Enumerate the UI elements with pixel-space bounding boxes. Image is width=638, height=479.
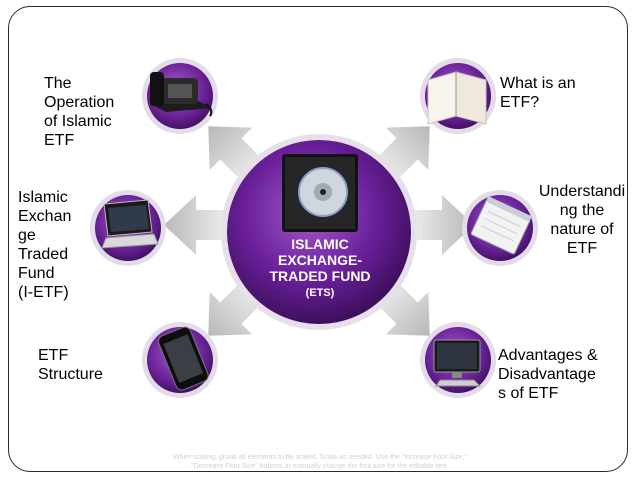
- computer-monitor-icon: [433, 339, 482, 387]
- center-title-block: ISLAMIC EXCHANGE- TRADED FUND (ETS): [250, 236, 390, 301]
- arrow-to-iletf: [164, 195, 236, 255]
- arrow-to-understanding: [402, 195, 474, 255]
- label-iletf: Islamic Exchan ge Traded Fund (I-ETF): [18, 189, 72, 301]
- clipboard-icon: [470, 196, 532, 255]
- telephone-icon: [150, 72, 213, 117]
- center-subtitle: (ETS): [305, 287, 335, 299]
- footer-note: When scaling, group all elements to be s…: [172, 454, 468, 470]
- dvd-case-icon: [282, 154, 358, 232]
- label-advantages: Advantages & Disadvantage s of ETF: [498, 347, 598, 402]
- label-operation: The Operation of Islamic ETF: [44, 75, 115, 149]
- label-structure: ETF Structure: [38, 347, 103, 383]
- open-book-icon: [427, 71, 487, 125]
- center-title: ISLAMIC EXCHANGE- TRADED FUND: [269, 236, 371, 284]
- laptop-icon: [101, 199, 159, 249]
- label-what-is: What is an ETF?: [500, 75, 576, 111]
- smartphone-icon: [157, 326, 209, 391]
- label-understanding: Understandi ng the nature of ETF: [538, 183, 626, 257]
